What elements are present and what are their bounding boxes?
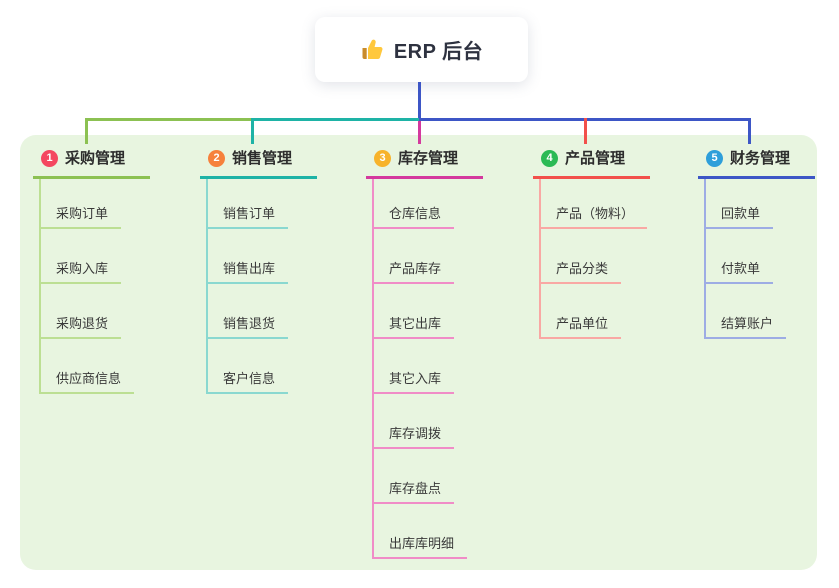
branch-number-badge: 3 <box>374 150 391 167</box>
child-node[interactable]: 其它入库 <box>374 339 455 394</box>
branch-title-label: 销售管理 <box>232 150 293 167</box>
mindmap-panel <box>20 135 817 570</box>
child-node[interactable]: 产品单位 <box>541 284 622 339</box>
child-node[interactable]: 采购订单 <box>41 179 122 229</box>
connector-drop-branch1 <box>85 118 88 144</box>
child-node[interactable]: 其它出库 <box>374 284 455 339</box>
branch-sales: 2 销售管理 销售订单 销售出库 销售退货 客户信息 <box>200 149 317 394</box>
root-node[interactable]: ERP 后台 <box>315 17 528 82</box>
connector-drop-branch3 <box>418 121 421 144</box>
branch-children: 仓库信息 产品库存 其它出库 其它入库 库存调拨 库存盘点 出库库明细 <box>372 179 468 559</box>
connector-bus-branch2 <box>253 118 419 121</box>
child-node[interactable]: 付款单 <box>706 229 774 284</box>
branch-title-label: 采购管理 <box>65 150 126 167</box>
connector-root-stem <box>418 82 421 121</box>
child-node[interactable]: 客户信息 <box>208 339 289 394</box>
branch-finance: 5 财务管理 回款单 付款单 结算账户 <box>698 149 815 339</box>
connector-bus-branch1 <box>86 118 253 121</box>
branch-children: 采购订单 采购入库 采购退货 供应商信息 <box>39 179 135 394</box>
branch-title-label: 财务管理 <box>730 150 791 167</box>
child-node[interactable]: 产品分类 <box>541 229 622 284</box>
branch-title[interactable]: 3 库存管理 <box>366 149 483 179</box>
branch-number-badge: 5 <box>706 150 723 167</box>
child-node[interactable]: 结算账户 <box>706 284 787 339</box>
root-label: ERP 后台 <box>393 41 484 63</box>
child-node[interactable]: 供应商信息 <box>41 339 135 394</box>
child-node[interactable]: 销售出库 <box>208 229 289 284</box>
branch-title-label: 产品管理 <box>565 150 626 167</box>
child-node[interactable]: 库存调拨 <box>374 394 455 449</box>
branch-title[interactable]: 4 产品管理 <box>533 149 650 179</box>
connector-drop-branch5 <box>748 118 751 144</box>
child-node[interactable]: 销售订单 <box>208 179 289 229</box>
branch-children: 产品（物料） 产品分类 产品单位 <box>539 179 648 339</box>
branch-purchase: 1 采购管理 采购订单 采购入库 采购退货 供应商信息 <box>33 149 150 394</box>
branch-number-badge: 2 <box>208 150 225 167</box>
branch-number-badge: 4 <box>541 150 558 167</box>
connector-drop-branch4 <box>584 118 587 144</box>
child-node[interactable]: 回款单 <box>706 179 774 229</box>
child-node[interactable]: 采购入库 <box>41 229 122 284</box>
child-node[interactable]: 销售退货 <box>208 284 289 339</box>
branch-title-label: 库存管理 <box>398 150 459 167</box>
connector-drop-branch2 <box>251 118 254 144</box>
branch-title[interactable]: 2 销售管理 <box>200 149 317 179</box>
child-node[interactable]: 库存盘点 <box>374 449 455 504</box>
branch-title[interactable]: 5 财务管理 <box>698 149 815 179</box>
child-node[interactable]: 仓库信息 <box>374 179 455 229</box>
child-node[interactable]: 采购退货 <box>41 284 122 339</box>
child-node[interactable]: 出库库明细 <box>374 504 468 559</box>
branch-number-badge: 1 <box>41 150 58 167</box>
branch-inventory: 3 库存管理 仓库信息 产品库存 其它出库 其它入库 库存调拨 库存盘点 出库库… <box>366 149 483 559</box>
branch-children: 回款单 付款单 结算账户 <box>704 179 787 339</box>
branch-title[interactable]: 1 采购管理 <box>33 149 150 179</box>
thumbs-up-icon <box>360 38 384 62</box>
child-node[interactable]: 产品库存 <box>374 229 455 284</box>
child-node[interactable]: 产品（物料） <box>541 179 648 229</box>
branch-children: 销售订单 销售出库 销售退货 客户信息 <box>206 179 289 394</box>
branch-product: 4 产品管理 产品（物料） 产品分类 产品单位 <box>533 149 650 339</box>
